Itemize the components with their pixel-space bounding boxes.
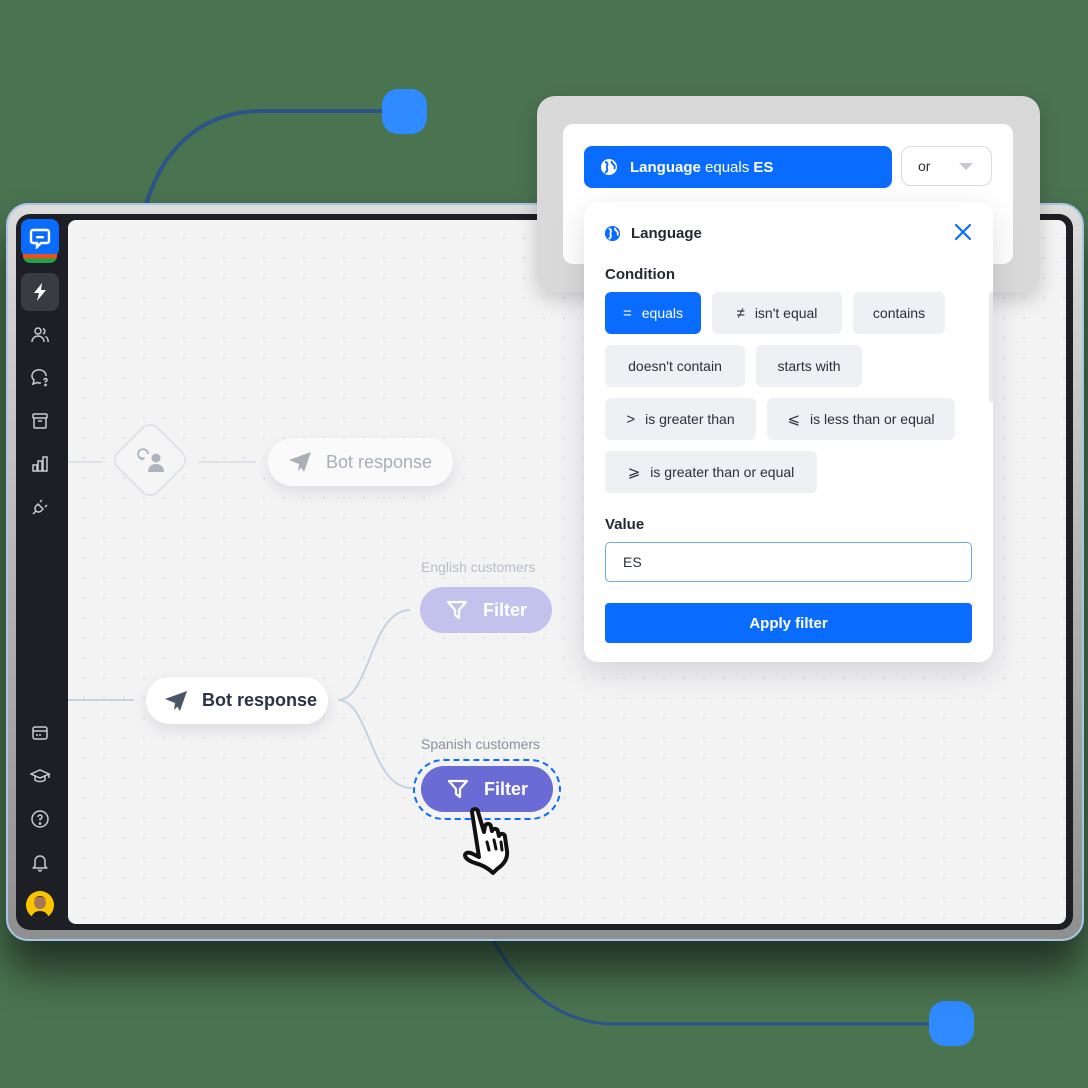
condition-less-than-or-equal[interactable]: ⩽ is less than or equal — [767, 398, 955, 440]
node-label: Bot response — [202, 690, 318, 710]
panel-header: Language — [604, 222, 702, 244]
chip-value: ES — [753, 158, 774, 176]
greater-than-icon: > — [626, 410, 636, 428]
chat-logo-icon — [29, 228, 51, 249]
sidebar-item-integrations[interactable] — [21, 488, 59, 526]
chip-operator: equals — [705, 158, 750, 176]
value-input[interactable]: ES — [605, 542, 972, 582]
bell-icon — [32, 855, 48, 872]
caret-down-icon — [959, 162, 973, 170]
value-label: Value — [605, 516, 645, 533]
condition-not-equal[interactable]: ≠ isn't equal — [712, 292, 842, 334]
send-icon — [165, 690, 187, 711]
filter-node-spanish[interactable]: Filter — [421, 766, 553, 812]
panel-scrollbar[interactable] — [989, 292, 993, 402]
plug-icon — [32, 499, 48, 515]
condition-starts-with[interactable]: starts with — [756, 345, 862, 387]
condition-doesnt-contain[interactable]: doesn't contain — [605, 345, 745, 387]
condition-label: Condition — [605, 266, 675, 283]
sidebar-item-help[interactable] — [21, 800, 59, 838]
chat-question-icon — [31, 369, 48, 387]
graduation-cap-icon — [30, 769, 50, 783]
globe-icon — [601, 159, 617, 175]
condition-equals[interactable]: = equals — [605, 292, 701, 334]
condition-text: contains — [872, 305, 926, 321]
archive-icon — [32, 413, 48, 429]
avatar[interactable] — [26, 891, 54, 919]
spanish-customers-caption: Spanish customers — [421, 736, 541, 752]
greater-equal-icon: ⩾ — [627, 464, 641, 481]
sidebar-item-reports[interactable] — [21, 445, 59, 483]
equals-icon: = — [622, 304, 632, 322]
sidebar-item-chats[interactable] — [21, 359, 59, 397]
english-customers-caption: English customers — [421, 559, 536, 575]
globe-icon — [604, 225, 621, 241]
condition-text: isn't equal — [754, 305, 818, 321]
help-circle-icon — [31, 810, 49, 828]
node-label: Bot response — [326, 451, 433, 472]
condition-greater-than[interactable]: > is greater than — [605, 398, 756, 440]
hand-pointer-cursor-icon — [463, 807, 510, 875]
sidebar-item-customers[interactable] — [21, 316, 59, 354]
credit-card-icon — [32, 726, 48, 740]
chip-field: Language — [630, 158, 701, 176]
condition-text: equals — [641, 305, 684, 321]
select-value: or — [918, 158, 931, 174]
panel-title: Language — [631, 224, 702, 242]
users-icon — [31, 327, 49, 343]
chip-text: Language equals ES — [630, 159, 773, 176]
send-icon — [289, 452, 311, 472]
user-avatar-icon — [31, 896, 49, 919]
condition-text: is less than or equal — [810, 411, 935, 427]
bot-response-node-faded[interactable]: Bot response — [268, 438, 453, 486]
funnel-icon — [447, 779, 469, 799]
filter-label: Filter — [483, 778, 528, 799]
button-label: Apply filter — [749, 614, 828, 632]
sidebar-item-billing[interactable] — [21, 714, 59, 752]
condition-text: doesn't contain — [628, 358, 722, 374]
apply-filter-button[interactable]: Apply filter — [605, 603, 972, 643]
close-icon[interactable] — [952, 221, 974, 243]
sidebar-item-academy[interactable] — [21, 757, 59, 795]
condition-text: is greater than — [645, 411, 735, 427]
filter-node-english[interactable]: Filter — [420, 587, 552, 633]
app-logo[interactable] — [21, 219, 59, 257]
bar-chart-icon — [32, 456, 48, 472]
condition-greater-than-or-equal[interactable]: ⩾ is greater than or equal — [605, 451, 817, 493]
condition-text: is greater than or equal — [650, 464, 795, 480]
condition-text: starts with — [777, 358, 841, 374]
sidebar-item-automation[interactable] — [21, 273, 59, 311]
lightning-icon — [34, 283, 46, 301]
user-transfer-icon — [137, 448, 164, 472]
selection-outline — [413, 759, 561, 820]
bot-response-node[interactable]: Bot response — [146, 677, 328, 724]
active-filter-chip[interactable]: Language equals ES — [584, 146, 892, 188]
input-value: ES — [623, 554, 642, 570]
not-equal-icon: ≠ — [736, 304, 745, 322]
logo-stripes — [23, 254, 57, 263]
filter-label: Filter — [482, 599, 527, 620]
sidebar-item-notifications[interactable] — [21, 843, 59, 881]
less-equal-icon: ⩽ — [787, 411, 801, 428]
logic-operator-select[interactable]: or — [901, 146, 992, 186]
sidebar-item-archives[interactable] — [21, 402, 59, 440]
funnel-icon — [446, 600, 468, 620]
condition-contains[interactable]: contains — [853, 292, 945, 334]
